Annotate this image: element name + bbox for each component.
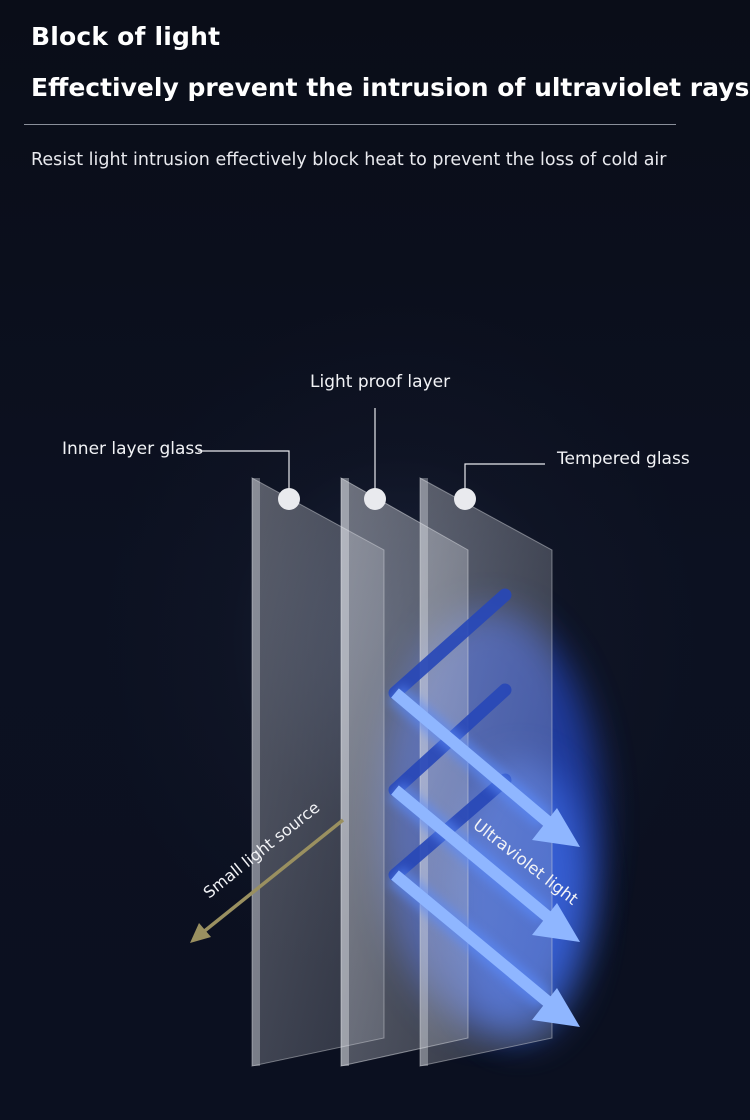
light-proof-dot: [364, 488, 386, 510]
inner-layer-callout-line: [198, 450, 290, 498]
page-title: Block of light: [31, 22, 221, 51]
inner-layer-dot: [278, 488, 300, 510]
tempered-dot: [454, 488, 476, 510]
uv-arrows: [391, 688, 552, 1007]
tempered-glass-label: Tempered glass: [557, 449, 690, 469]
header-divider: [24, 124, 676, 125]
description-text: Resist light intrusion effectively block…: [31, 150, 667, 170]
page-subtitle: Effectively prevent the intrusion of ult…: [31, 73, 750, 102]
tempered-callout-line: [464, 463, 545, 498]
small-light-arrow: [190, 818, 345, 943]
uv-arrowheads: [532, 808, 580, 1027]
inner-layer-glass-label: Inner layer glass: [62, 439, 204, 459]
light-proof-layer-label: Light proof layer: [310, 372, 451, 392]
